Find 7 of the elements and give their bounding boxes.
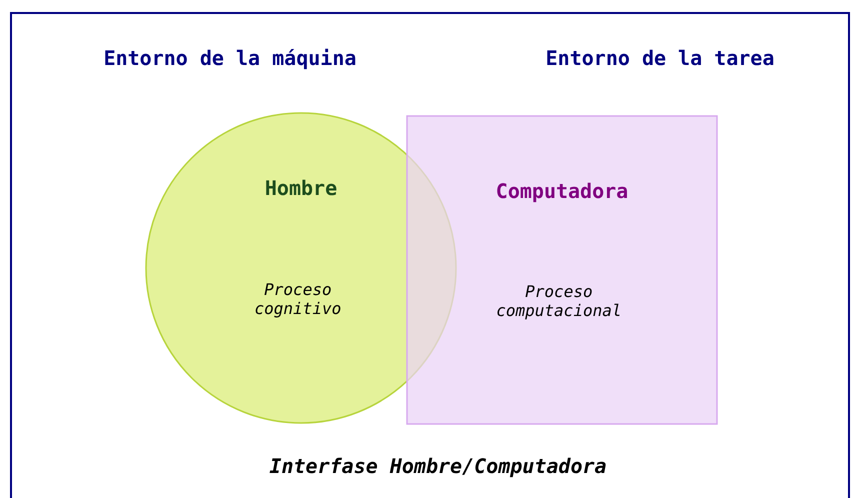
node-heading: Computadora	[496, 178, 628, 203]
region-label: Entorno de la máquina	[104, 46, 356, 70]
node-heading: Hombre	[264, 176, 338, 200]
node-text: Proceso cognitivo	[254, 280, 342, 318]
region-label: Entorno de la tarea	[546, 46, 774, 70]
caption: Interfase Hombre/Computadora	[269, 454, 607, 478]
node-text: Proceso computacional	[495, 282, 622, 320]
